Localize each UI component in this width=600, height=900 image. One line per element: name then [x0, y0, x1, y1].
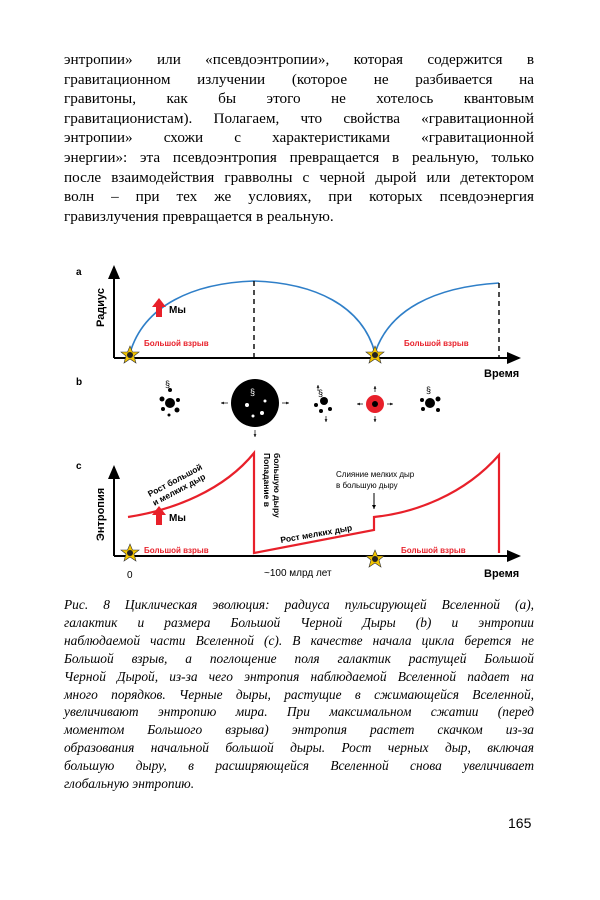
caption-line: увеличивают энтропию мира. При максималь…: [64, 704, 534, 720]
figure-cyclic-evolution: a Радиус Время Мы Большой взрыв Большой …: [76, 265, 521, 581]
caption-line: наблюдаемой части Вселенной (c). В качес…: [64, 632, 534, 648]
figure-caption: Рис. 8 Циклическая эволюция: радиуса пул…: [64, 596, 534, 793]
body-line: гравитационистам). Полагаем, что свойств…: [64, 109, 534, 127]
radius-curve-2: [374, 282, 500, 354]
bigbang-label-c-right: Большой взрыв: [401, 546, 466, 555]
caption-line: галактик и размера Большой Черной Дыры (…: [64, 614, 534, 630]
body-line: энтропии» или «псевдоэнтропии», которая …: [64, 51, 534, 68]
body-line: волн – при тех же условиях, при которых …: [64, 188, 534, 206]
up-arrow-icon: [152, 506, 166, 525]
bigbang-label-a-right: Большой взрыв: [404, 339, 469, 348]
panel-a-label: a: [76, 267, 82, 278]
we-label-a: Мы: [169, 305, 186, 316]
panel-c-xlabel: Время: [484, 568, 519, 580]
caption-line: большую дыру, в расширяющейся Вселенной …: [64, 758, 534, 774]
galaxy-icon: §: [250, 387, 255, 397]
bigbang-star-icon: [365, 549, 385, 568]
caption-line: много порядков. Черные дыры, растущие в …: [64, 686, 534, 702]
body-line: энтропии» схожи с характеристиками «грав…: [64, 129, 534, 147]
bigbang-star-icon: [120, 345, 140, 364]
panel-a: a Радиус Время Мы Большой взрыв Большой …: [76, 265, 521, 380]
galaxy-cluster-1: §: [159, 379, 180, 417]
page-number: 165: [508, 815, 532, 831]
panel-c-ylabel: Энтропия: [95, 488, 107, 541]
body-paragraph: энтропии» или «псевдоэнтропии», которая …: [64, 50, 534, 226]
galaxy-icon: §: [318, 388, 323, 398]
galaxy-icon: §: [165, 379, 170, 389]
body-line: гравизлучения превращается в реальную.: [64, 207, 334, 225]
caption-line: глобальную энтропию.: [64, 776, 195, 792]
body-line: гравитационном излучении (которое не раз…: [64, 70, 534, 88]
body-line: энергии»: эта псевдоэнтропия превращаетс…: [64, 148, 534, 166]
fall-label: Попадание в большую дыру: [262, 453, 282, 518]
growth-label: Рост большой и мелких дыр: [146, 461, 211, 508]
galaxy-cluster-3: §: [420, 385, 441, 412]
caption-line: Рис. 8 Циклическая эволюция: радиуса пул…: [64, 597, 534, 612]
panel-c: c Энтропия Время 0 ~100 млрд лет Рост бо…: [76, 449, 521, 581]
panel-b: b § § §: [76, 377, 441, 437]
merge-label: Слияние мелких дыр в большую дыру: [336, 470, 416, 490]
we-label-c: Мы: [169, 513, 186, 524]
panel-a-ylabel: Радиус: [95, 288, 107, 327]
bigbang-label-a-left: Большой взрыв: [144, 339, 209, 348]
we-marker-a: Мы: [152, 298, 186, 317]
red-black-hole: [357, 386, 393, 422]
bigbang-star-icon: [365, 345, 385, 364]
caption-line: образования начальной большой дыры. Рост…: [64, 740, 534, 756]
caption-line: Черной Дырой, из-за чего энтропия наблюд…: [64, 668, 534, 684]
galaxy-icon: §: [426, 385, 431, 395]
caption-line: Большой взрыв, а поглощение поля галакти…: [64, 650, 534, 666]
bigbang-label-c-left: Большой взрыв: [144, 546, 209, 555]
up-arrow-icon: [152, 298, 166, 317]
body-line: гравитоны, как бы этого не хотелось кван…: [64, 90, 534, 108]
panel-a-xlabel: Время: [484, 368, 519, 380]
body-line: после взаимодействия гравволны с черной …: [64, 168, 534, 186]
caption-line: моментом Большого взрыва) энтропия расте…: [64, 722, 534, 738]
entropy-curve: [127, 449, 501, 555]
origin-label: 0: [127, 570, 133, 581]
panel-c-label: c: [76, 461, 82, 472]
we-marker-c: Мы: [152, 506, 186, 525]
galaxy-cluster-2: §: [314, 385, 332, 422]
panel-b-label: b: [76, 377, 82, 388]
bigbang-star-icon: [120, 543, 140, 562]
time-mark-label: ~100 млрд лет: [264, 568, 332, 579]
big-black-hole: §: [221, 379, 289, 437]
